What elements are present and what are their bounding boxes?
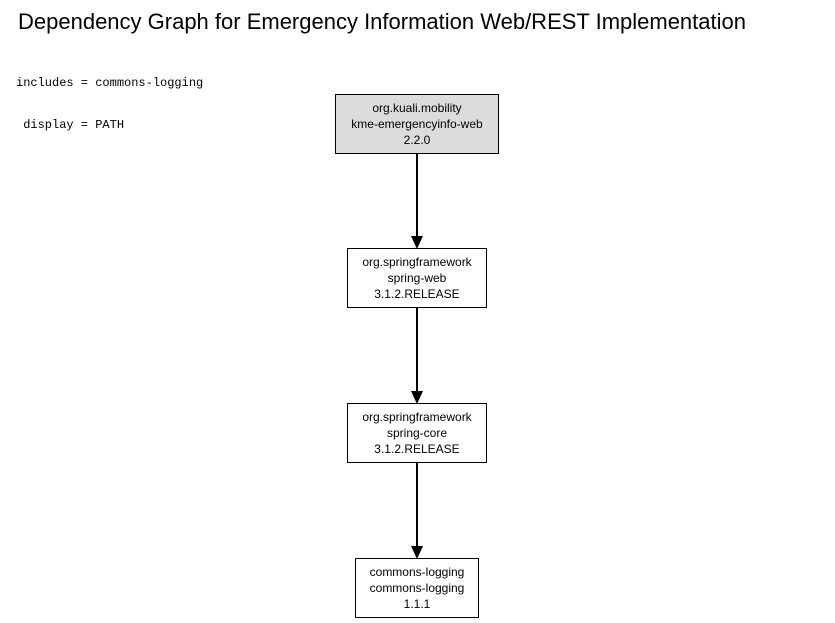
node-version: 3.1.2.RELEASE <box>374 287 460 301</box>
node-artifact: commons-logging <box>369 581 465 595</box>
arrowhead-spring-web <box>411 236 423 249</box>
display-parameter: display = PATH <box>16 118 125 132</box>
node-kme-emergencyinfo-web[interactable]: org.kuali.mobility kme-emergencyinfo-web… <box>335 94 499 154</box>
node-version: 1.1.1 <box>403 597 431 611</box>
edge-spring-core-to-commons-logging <box>416 463 418 547</box>
includes-parameter: includes = commons-logging <box>16 76 204 90</box>
node-spring-web[interactable]: org.springframework spring-web 3.1.2.REL… <box>347 248 487 308</box>
node-group: commons-logging <box>369 565 465 579</box>
node-version: 2.2.0 <box>403 133 431 147</box>
node-group: org.springframework <box>362 255 472 269</box>
edge-root-to-spring-web <box>416 153 418 237</box>
node-version: 3.1.2.RELEASE <box>374 442 460 456</box>
node-spring-core[interactable]: org.springframework spring-core 3.1.2.RE… <box>347 403 487 463</box>
page-title: Dependency Graph for Emergency Informati… <box>18 9 746 34</box>
node-commons-logging[interactable]: commons-logging commons-logging 1.1.1 <box>355 558 479 618</box>
graph-parameters: includes = commons-logging display = PAT… <box>16 48 203 146</box>
node-group: org.springframework <box>362 410 472 424</box>
node-group: org.kuali.mobility <box>372 101 462 115</box>
node-artifact: spring-web <box>387 271 447 285</box>
node-artifact: spring-core <box>386 426 448 440</box>
node-artifact: kme-emergencyinfo-web <box>351 117 483 131</box>
arrowhead-spring-core <box>411 391 423 404</box>
edge-spring-web-to-spring-core <box>416 308 418 392</box>
arrowhead-commons-logging <box>411 546 423 559</box>
